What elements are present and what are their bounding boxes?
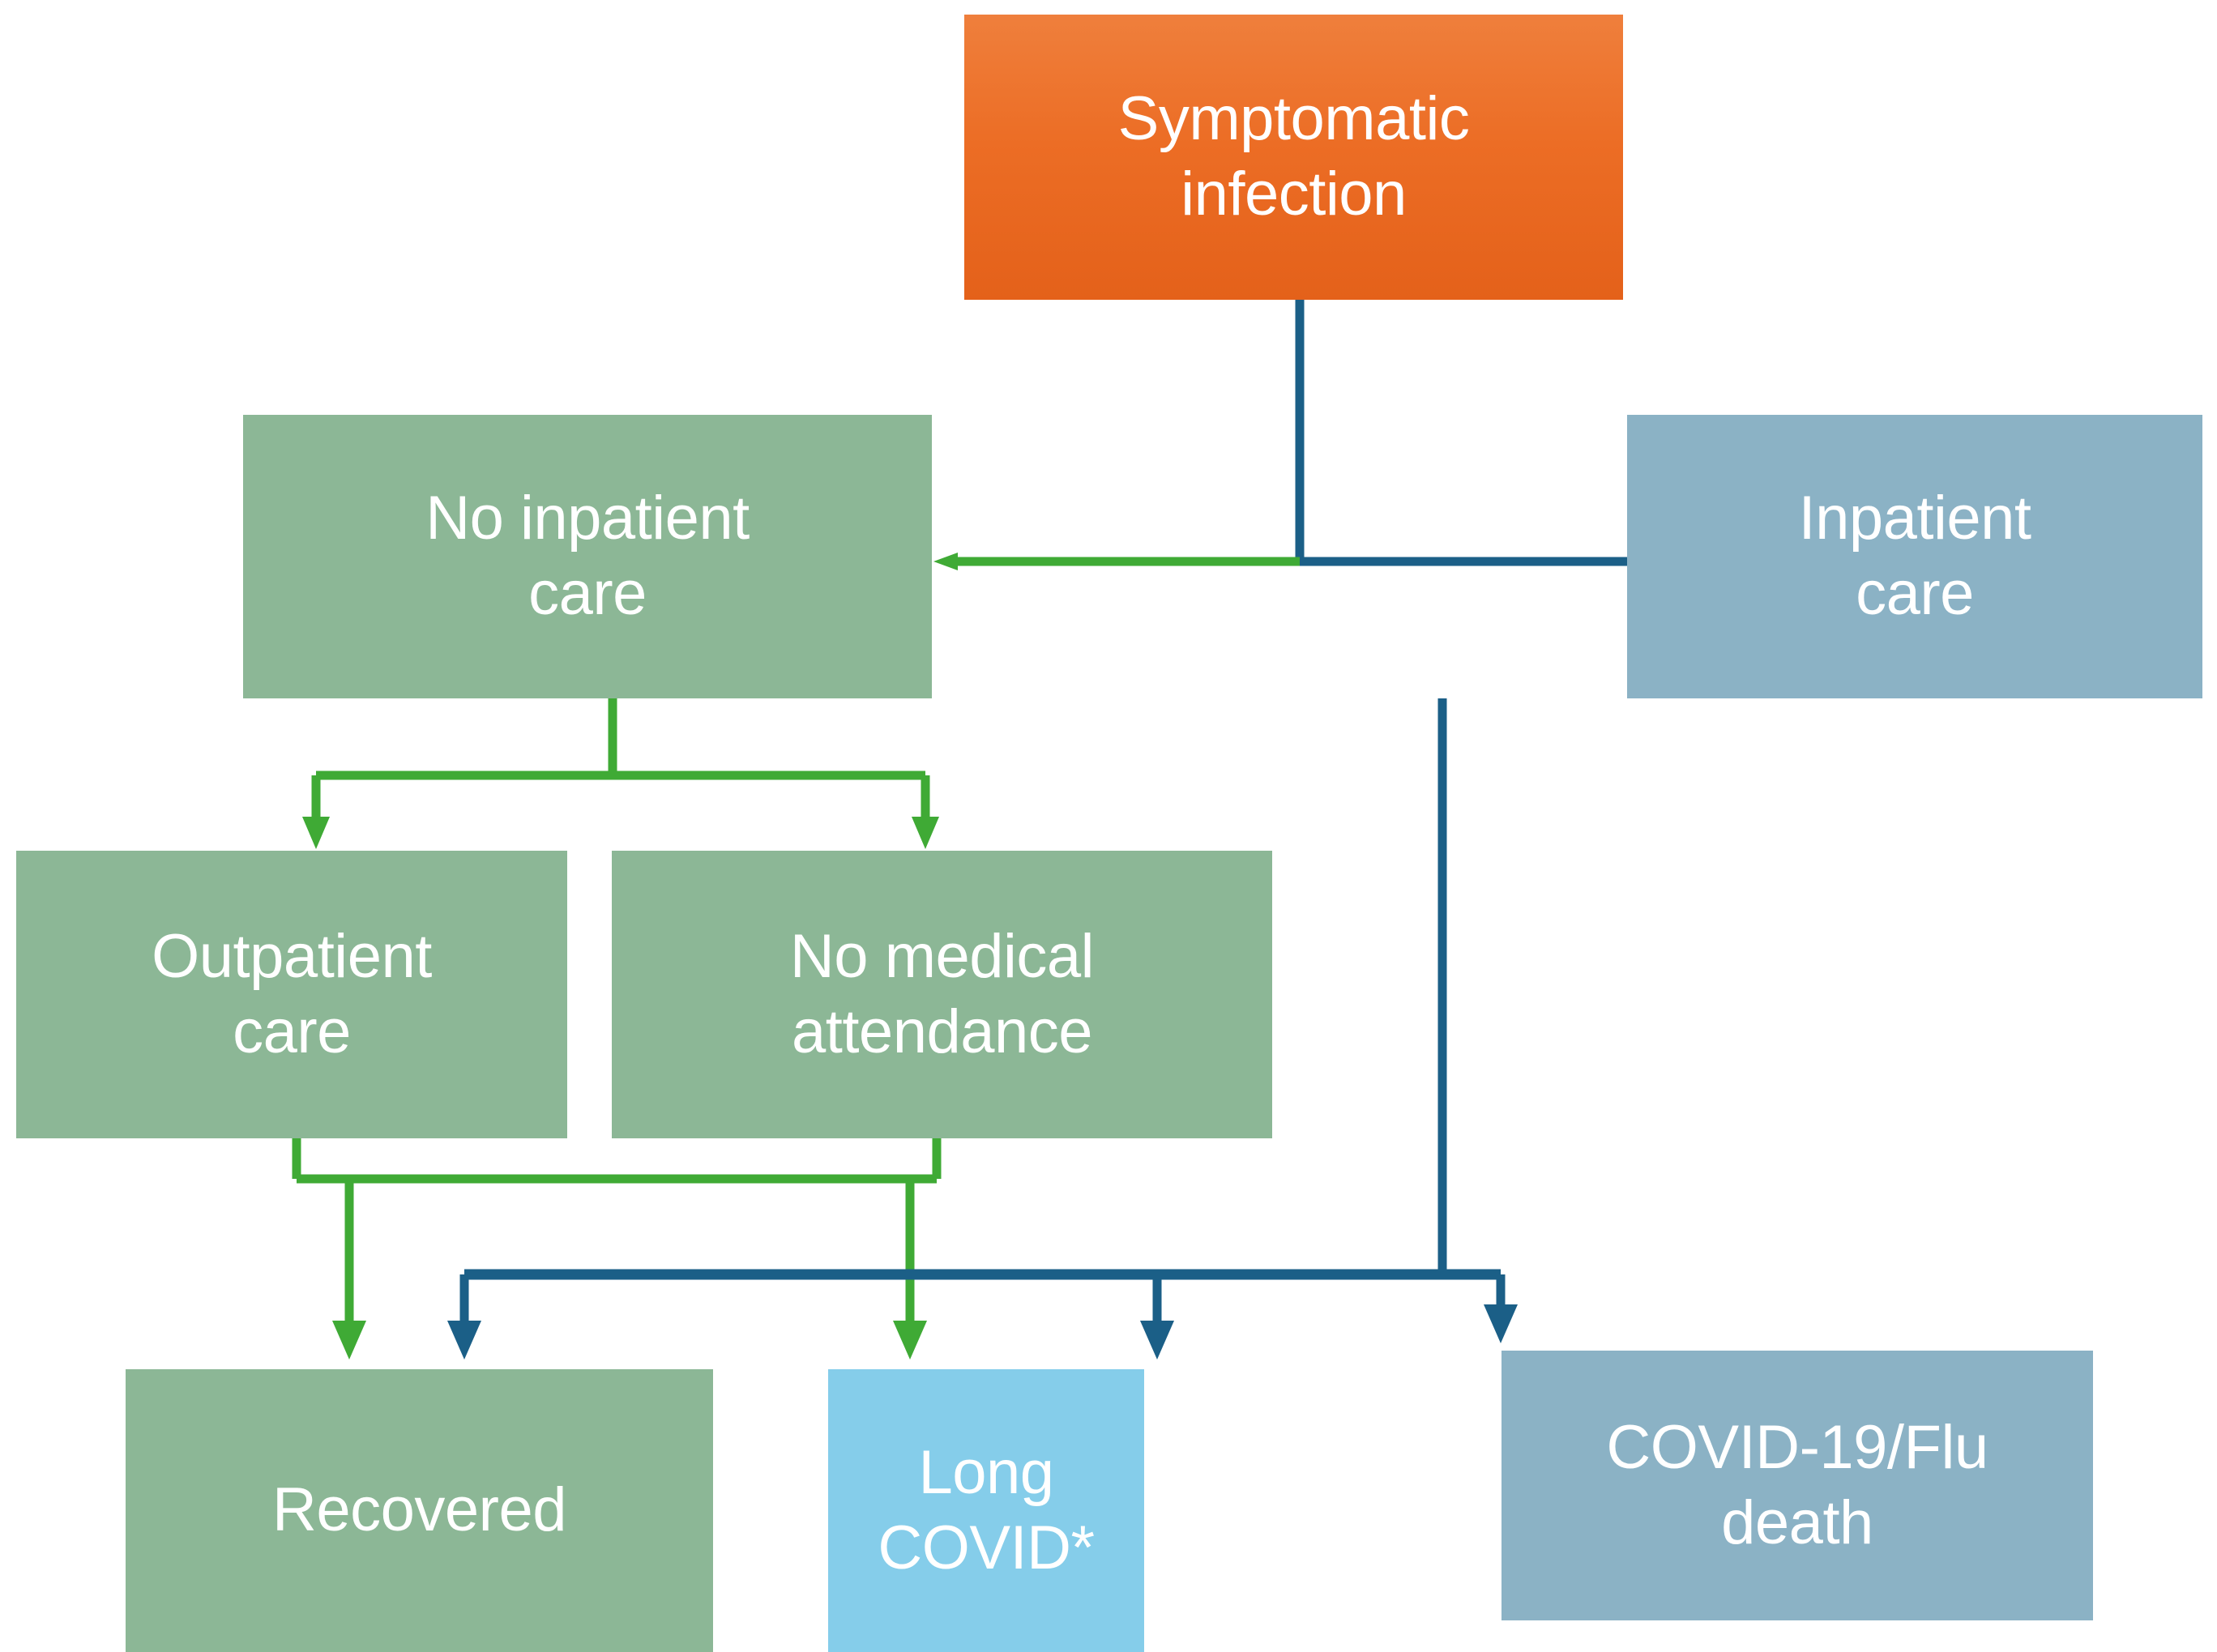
edge-blue-to-long-covid: [1140, 1274, 1174, 1360]
node-covid-flu-death: COVID-19/Flu death: [1501, 1351, 2093, 1620]
edge-symptomatic-to-inpatient: [1300, 548, 1684, 575]
edge-green-to-long-covid: [893, 1179, 927, 1360]
edge-green-to-recovered: [332, 1179, 366, 1360]
edge-blue-to-recovered: [447, 1274, 481, 1360]
edge-no-inpatient-split: [302, 698, 939, 849]
node-inpatient-care: Inpatient care: [1627, 415, 2202, 698]
node-long-covid: Long COVID*: [828, 1369, 1144, 1652]
node-no-medical-attendance: No medical attendance: [612, 851, 1272, 1138]
node-symptomatic-infection: Symptomatic infection: [964, 15, 1623, 300]
edge-symptomatic-to-no-inpatient: [933, 553, 1300, 570]
node-no-inpatient-care: No inpatient care: [243, 415, 932, 698]
node-recovered: Recovered: [126, 1369, 713, 1652]
edge-green-merge-bar: [292, 1138, 942, 1184]
edge-blue-to-covid-flu-death: [1484, 1274, 1518, 1343]
node-outpatient-care: Outpatient care: [16, 851, 567, 1138]
